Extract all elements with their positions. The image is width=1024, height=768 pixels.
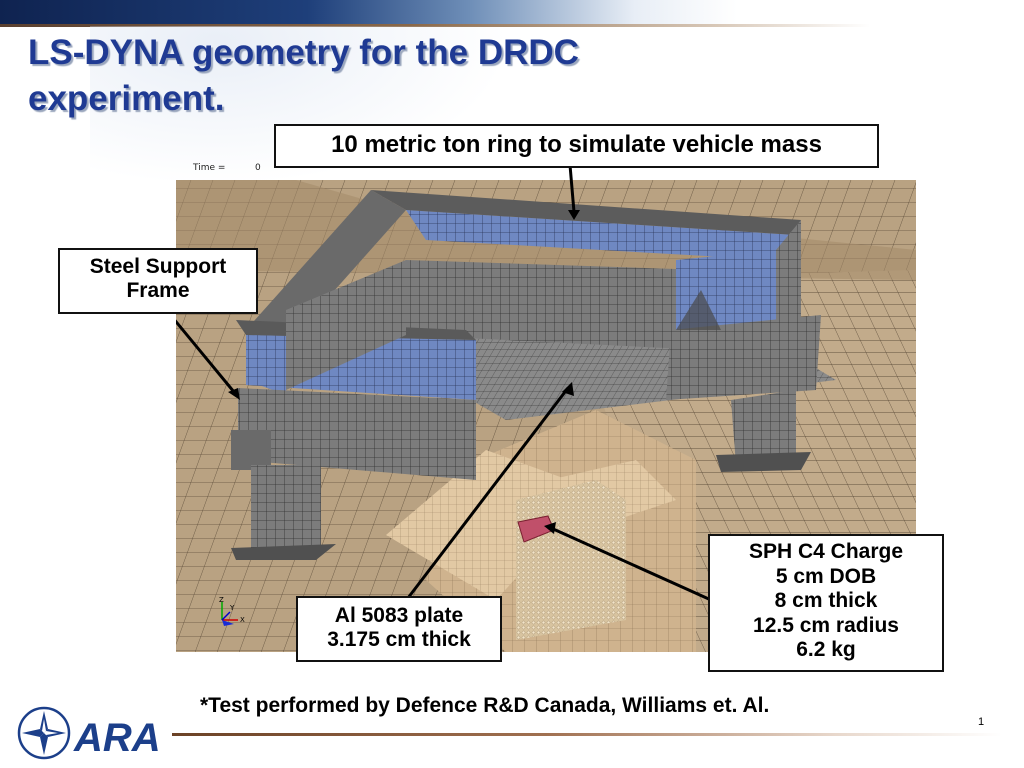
callout-charge-line-1: SPH C4 Charge [748, 540, 904, 563]
slide-title: LS-DYNA geometry for the DRDC experiment… [28, 33, 579, 118]
callout-charge: SPH C4 Charge 5 cm DOB 8 cm thick 12.5 c… [708, 534, 944, 672]
footnote: *Test performed by Defence R&D Canada, W… [200, 694, 770, 717]
time-value: 0 [255, 163, 261, 173]
callout-plate-line-2: 3.175 cm thick [327, 628, 471, 651]
footer-rule [172, 733, 1002, 736]
ara-logo: ARA [17, 706, 161, 760]
sim-time-readout: Time = 0 [193, 163, 261, 173]
callout-ring: 10 metric ton ring to simulate vehicle m… [274, 124, 879, 168]
ls-dyna-render [176, 164, 916, 652]
logo-wordmark: ARA [73, 716, 161, 760]
callout-charge-line-3: 8 cm thick [774, 589, 878, 612]
callout-charge-line-2: 5 cm DOB [775, 564, 877, 588]
callout-frame-line-1: Steel Support [89, 255, 227, 278]
axis-label-y: Y [229, 604, 235, 612]
callout-charge-line-5: 6.2 kg [796, 638, 856, 661]
page-number: 1 [978, 716, 985, 728]
callout-charge-line-4: 12.5 cm radius [753, 613, 899, 637]
callout-frame: Steel Support Frame [58, 248, 258, 314]
compass-star-icon [17, 706, 71, 760]
header-rule [0, 24, 1024, 27]
callout-plate: Al 5083 plate 3.175 cm thick [296, 596, 502, 662]
callout-frame-line-2: Frame [126, 279, 190, 302]
axis-label-z: Z [219, 596, 224, 604]
time-label: Time = [193, 163, 226, 173]
callout-plate-line-1: Al 5083 plate [334, 604, 464, 627]
header-band [0, 0, 1024, 24]
axis-triad: Z Y X [219, 596, 245, 626]
axis-label-x: X [240, 616, 245, 624]
